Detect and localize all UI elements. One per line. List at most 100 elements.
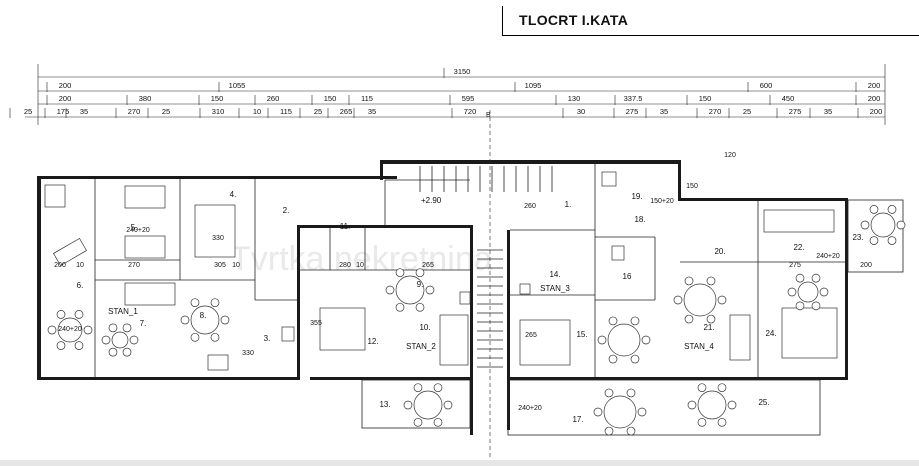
chair [47,325,57,335]
chair [413,417,423,427]
inner-dimension: 280 [339,262,351,269]
dining-table [57,317,83,343]
chair [190,332,200,342]
dimension-value: 150 [324,94,337,103]
chair [717,295,727,305]
chair [706,314,716,324]
inner-dimension: 330 [212,235,224,242]
chair [220,315,230,325]
partitions [94,164,845,377]
inner-dimension: 355 [310,320,322,327]
furniture [44,171,838,371]
dining-table [111,331,129,349]
chair [415,302,425,312]
chair [56,310,66,319]
room-number: 8. [200,311,207,320]
chair [74,341,84,350]
flat-label: STAN_4 [684,342,714,351]
room-number: 14. [549,270,560,279]
inner-dimension: 200 [860,262,872,269]
room-number: 9. [417,280,424,289]
inner-dimension: 10 [232,262,240,269]
room-number: 22. [793,243,804,252]
inner-dimension: 265 [422,262,434,269]
dimension-value: 270 [709,107,722,116]
inner-dimension: 200 [54,262,66,269]
chair [697,417,707,427]
chair [630,354,640,364]
bed-size-label: 150+20 [650,198,674,205]
chair [415,268,425,278]
chair [608,354,618,364]
chair [604,388,614,398]
chair [787,287,797,297]
room-number: 16 [623,272,632,281]
inner-dimension: 120 [724,152,736,159]
chair [869,236,879,245]
chair [811,273,821,283]
inner-dimension: 260 [524,203,536,210]
chair [706,276,716,286]
dimension-value: 25 [24,107,32,116]
dimension-value: 450 [782,94,795,103]
dimension-value: 275 [789,107,802,116]
dimension-value: 35 [824,107,832,116]
inner-dimension: 265 [525,332,537,339]
flat-label: STAN_3 [540,284,570,293]
balconies [361,199,904,436]
room-number: 19. [631,192,642,201]
chair [887,205,897,214]
room-number: 17. [572,415,583,424]
dimension-value: 25 [162,107,170,116]
dimension-value: 270 [128,107,141,116]
room-number: 1. [565,200,572,209]
chair [385,285,395,295]
dimension-value: 35 [80,107,88,116]
dimension-value: 30 [577,107,585,116]
chair [403,400,413,410]
bottom-strip [0,460,919,466]
chair [122,323,132,333]
chair [687,400,697,410]
room-number: 23. [852,233,863,242]
dimension-lines [25,64,886,125]
dimension-value: 35 [368,107,376,116]
dimension-value: 25 [743,107,751,116]
chair [443,400,453,410]
dimension-value: 275 [626,107,639,116]
chair [593,407,603,417]
room-number: 21. [703,323,714,332]
chair [597,335,607,345]
bed-size-label: 240+20 [126,227,150,234]
chair [101,335,111,345]
dining-table [603,395,637,429]
dimension-value: 25 [314,107,322,116]
bed-size-label: 240+20 [816,253,840,260]
chair [641,335,651,345]
title-block: TLOCRT I.KATA [502,6,919,36]
inner-dimension: 275 [789,262,801,269]
dimension-value: 150 [699,94,712,103]
chair [210,298,220,308]
dimension-value: 115 [361,94,373,103]
chair [630,316,640,326]
inner-dimension: 150 [686,183,698,190]
chair [83,325,93,335]
chair [896,220,906,230]
chair [795,273,805,283]
dimension-value: 10 [253,107,261,116]
dimension-value: 310 [212,107,225,116]
dimension-value: 200 [59,94,72,103]
chair [869,205,879,214]
chair [795,301,805,311]
dining-table [413,390,443,420]
dimension-value: 595 [462,94,475,103]
dimension-value: 337.5 [624,94,643,103]
bed-size-label: 240+20 [518,405,542,412]
chair [684,314,694,324]
chair [819,287,829,297]
dimension-value: 115 [280,107,292,116]
chair [608,316,618,326]
